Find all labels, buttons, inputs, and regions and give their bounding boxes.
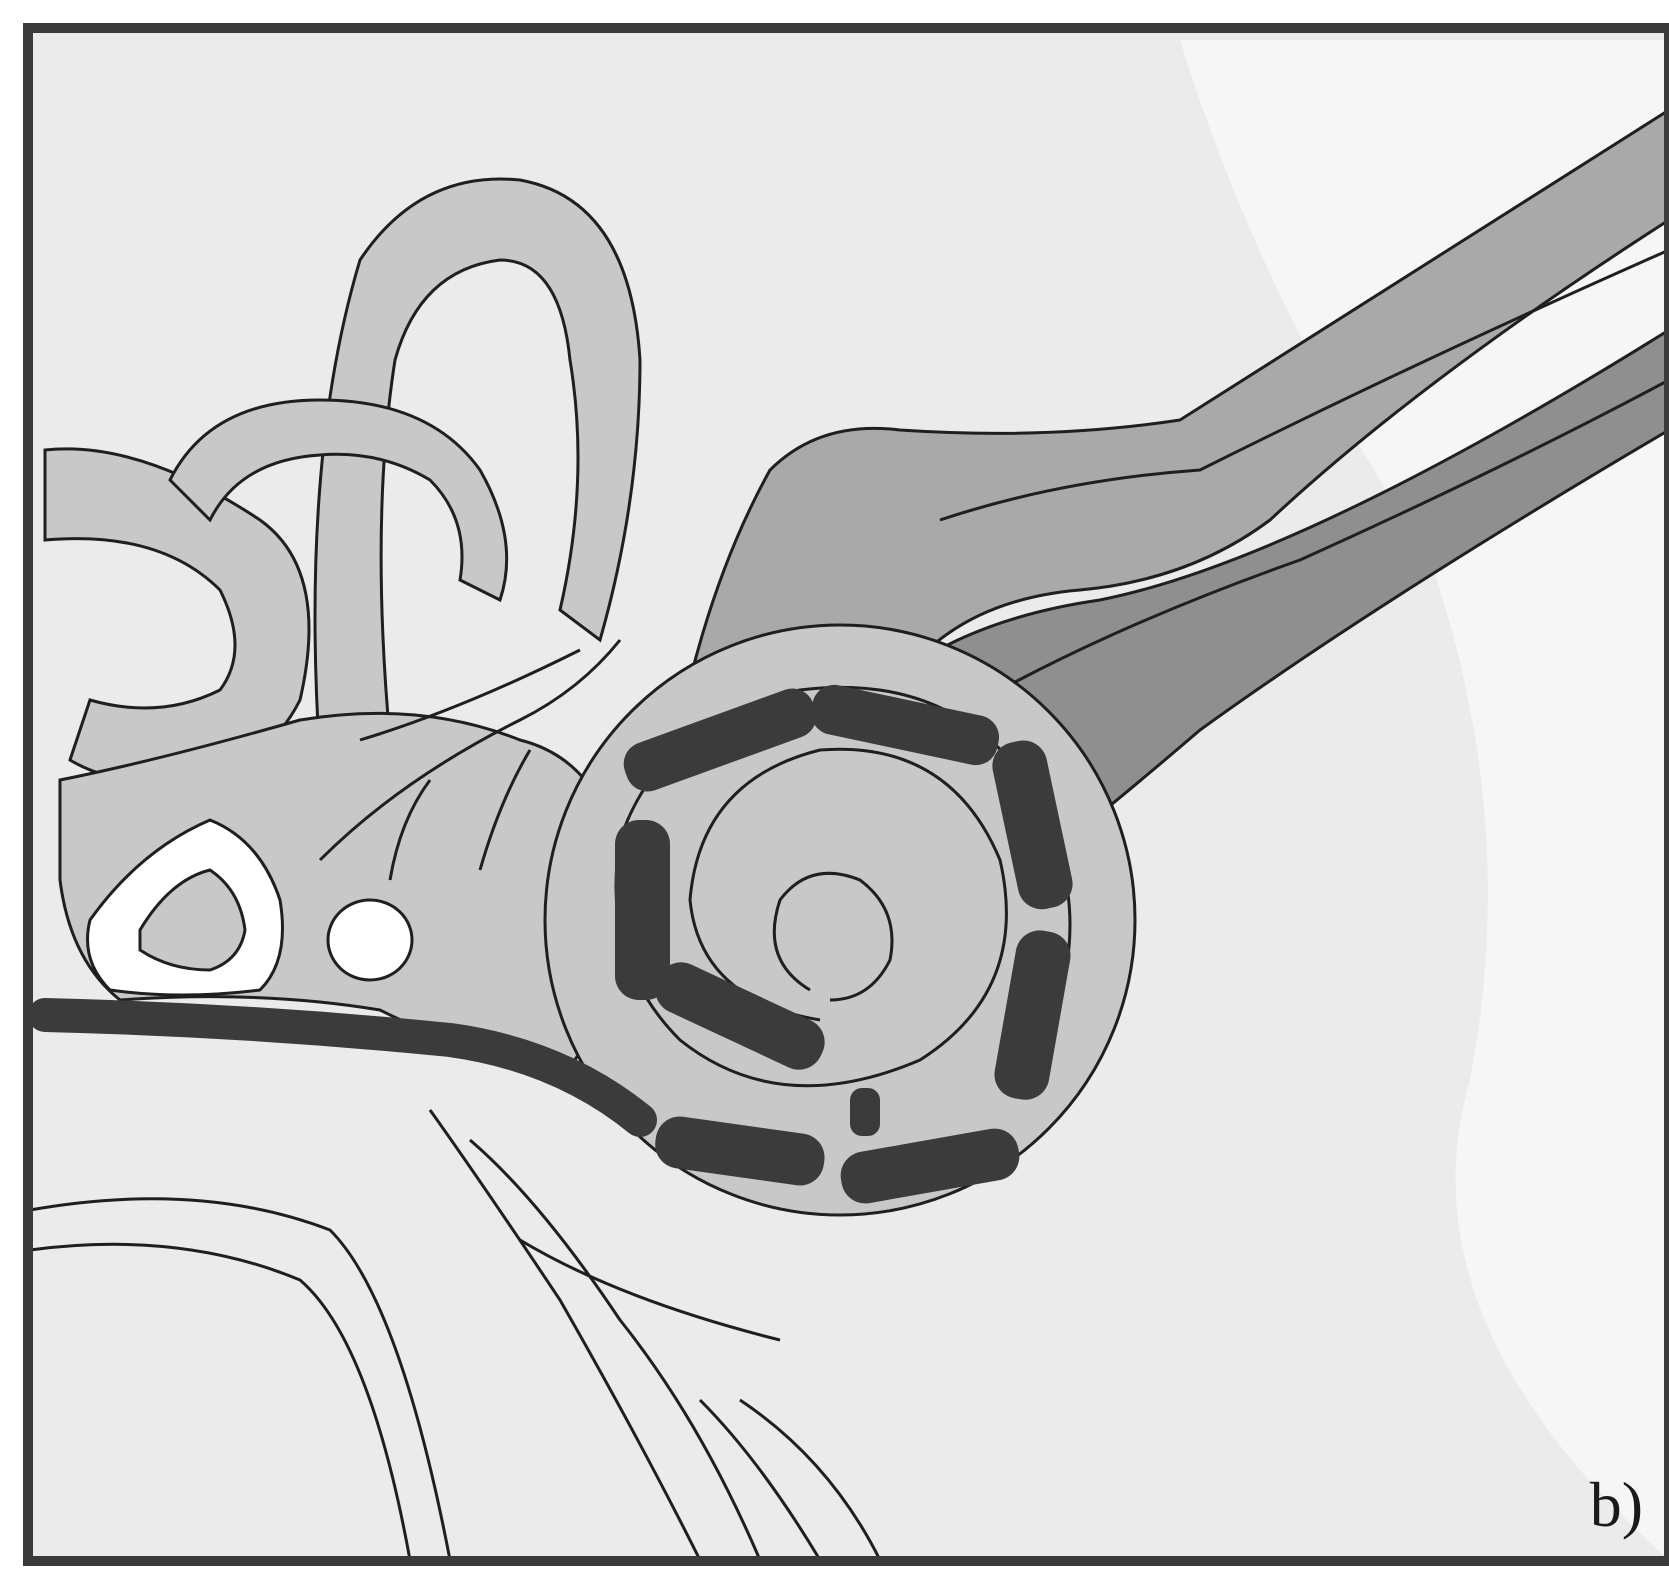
panel-label: b) [1590,1473,1643,1537]
round-window [328,900,412,980]
